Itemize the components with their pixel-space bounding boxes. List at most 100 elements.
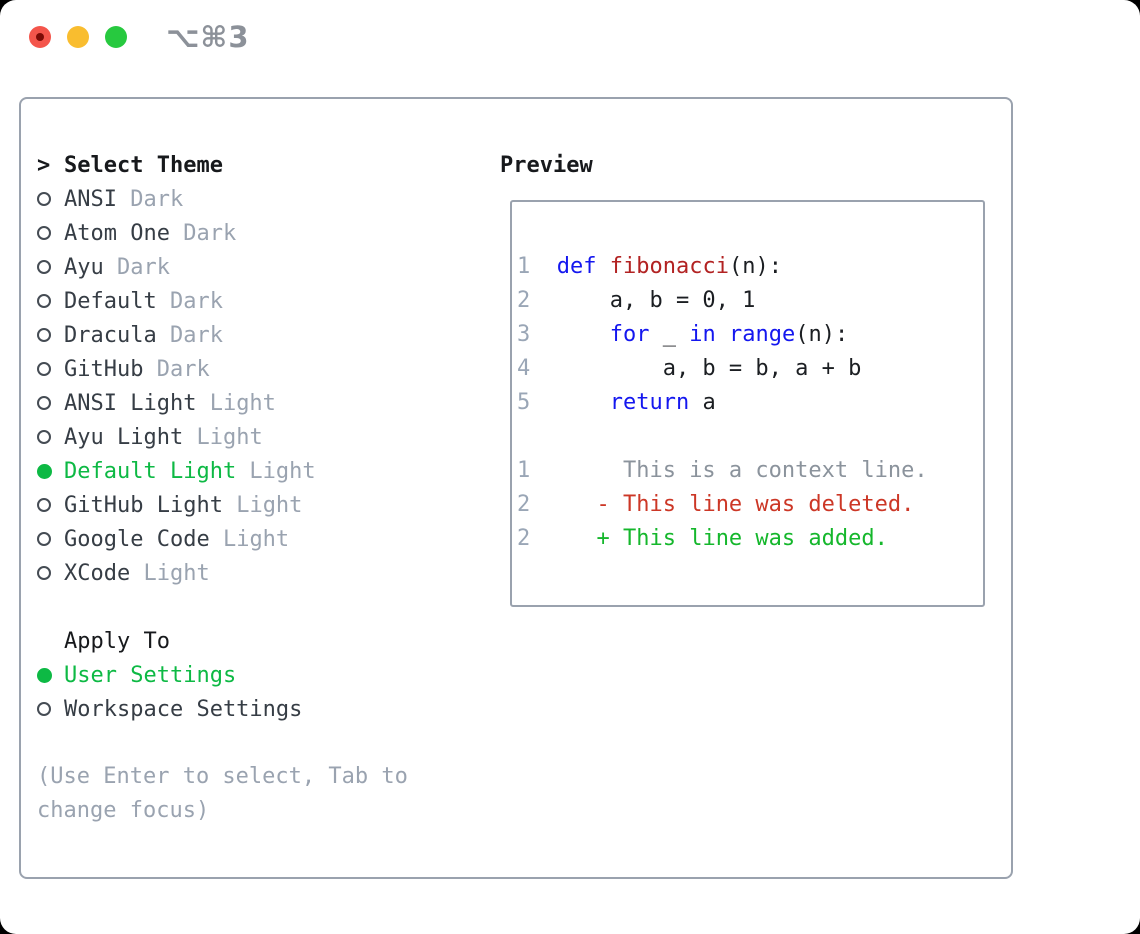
radio-icon xyxy=(37,260,51,274)
code-line: 2 + This line was added. xyxy=(517,522,983,556)
theme-variant: Light xyxy=(222,492,303,518)
code-token-plain: (n): xyxy=(728,254,782,279)
code-token-plain xyxy=(530,390,609,415)
code-token-num: 2 xyxy=(517,288,531,313)
theme-name: Default Light xyxy=(64,458,237,484)
radio-icon xyxy=(37,430,51,444)
radio-icon xyxy=(37,328,51,342)
code-line: 1 def fibonacci(n): xyxy=(517,250,983,284)
code-token-plain: (n): xyxy=(795,322,849,347)
theme-option[interactable]: GitHub Light Light xyxy=(37,488,482,522)
radio-slot xyxy=(37,192,64,206)
theme-option[interactable]: Google Code Light xyxy=(37,522,482,556)
close-dot-icon xyxy=(36,33,44,41)
theme-name: Default xyxy=(64,288,157,314)
theme-name: Dracula xyxy=(64,322,157,348)
theme-option[interactable]: Ayu Dark xyxy=(37,250,482,284)
code-token-num: 2 xyxy=(517,492,531,517)
code-token-num: 2 xyxy=(517,526,531,551)
theme-name: XCode xyxy=(64,560,131,586)
theme-name: GitHub Light xyxy=(64,492,223,518)
code-token-kw: for xyxy=(609,322,650,347)
radio-slot xyxy=(37,362,64,376)
radio-icon xyxy=(37,498,51,512)
code-line: 2 - This line was deleted. xyxy=(517,488,983,522)
code-token-num: 3 xyxy=(517,322,531,347)
radio-slot xyxy=(37,226,64,240)
theme-variant: Dark xyxy=(156,288,223,314)
code-token-plain xyxy=(597,254,610,279)
preview-title-label: Preview xyxy=(500,152,593,178)
radio-slot xyxy=(37,396,64,410)
code-token-num: 4 xyxy=(517,356,531,381)
theme-option[interactable]: GitHub Dark xyxy=(37,352,482,386)
radio-slot xyxy=(37,532,64,546)
radio-slot xyxy=(37,430,64,444)
preview-title: Preview xyxy=(500,148,593,182)
footer-hint: (Use Enter to select, Tab to change focu… xyxy=(37,764,408,823)
theme-name: Atom One xyxy=(64,220,170,246)
theme-option[interactable]: Default Dark xyxy=(37,284,482,318)
radio-slot xyxy=(37,702,64,716)
code-token-kw: def xyxy=(556,254,597,279)
apply-option[interactable]: Workspace Settings xyxy=(37,692,482,726)
code-token-plain xyxy=(530,526,596,551)
minimize-button[interactable] xyxy=(67,26,89,48)
radio-icon xyxy=(37,532,51,546)
theme-variant: Light xyxy=(196,390,276,416)
radio-slot xyxy=(37,294,64,308)
theme-name: Google Code xyxy=(64,526,210,552)
theme-name: Ayu xyxy=(64,254,104,280)
code-line: 2 a, b = 0, 1 xyxy=(517,284,983,318)
theme-variant: Light xyxy=(209,526,290,552)
theme-variant: Dark xyxy=(103,254,170,280)
code-token-add: + This line was added. xyxy=(596,526,888,551)
code-token-num: 5 xyxy=(517,390,531,415)
code-token-ctx: This is a context line. xyxy=(530,458,928,483)
theme-option[interactable]: Default Light Light xyxy=(37,454,482,488)
theme-selector-header: > Select Theme xyxy=(37,148,482,182)
code-token-plain: _ xyxy=(649,322,690,347)
radio-icon xyxy=(37,463,52,479)
theme-option[interactable]: Dracula Dark xyxy=(37,318,482,352)
close-button[interactable] xyxy=(29,26,51,48)
code-line: 1 This is a context line. xyxy=(517,454,983,488)
theme-variant: Light xyxy=(130,560,210,586)
theme-option[interactable]: Atom One Dark xyxy=(37,216,482,250)
code-token-kw: in xyxy=(689,322,716,347)
theme-option[interactable]: ANSI Dark xyxy=(37,182,482,216)
theme-option[interactable]: ANSI Light Light xyxy=(37,386,482,420)
apply-option[interactable]: User Settings xyxy=(37,658,482,692)
theme-option[interactable]: XCode Light xyxy=(37,556,482,590)
theme-variant: Dark xyxy=(143,356,210,382)
theme-name: ANSI xyxy=(64,186,117,212)
radio-slot xyxy=(37,667,64,683)
radio-icon xyxy=(37,226,51,240)
radio-icon xyxy=(37,566,51,580)
apply-option-label: Workspace Settings xyxy=(64,696,303,722)
zoom-button[interactable] xyxy=(105,26,127,48)
apply-option-label: User Settings xyxy=(64,662,237,688)
code-token-plain xyxy=(530,492,596,517)
prompt-caret-icon: > xyxy=(37,152,51,178)
theme-name: ANSI Light xyxy=(64,390,197,416)
radio-icon xyxy=(37,396,51,410)
radio-slot xyxy=(37,566,64,580)
theme-variant: Dark xyxy=(116,186,184,212)
code-line: 3 for _ in range(n): xyxy=(517,318,983,352)
code-line: 5 return a xyxy=(517,386,983,420)
radio-icon xyxy=(37,192,51,206)
theme-name: Ayu Light xyxy=(64,424,184,450)
radio-slot xyxy=(37,260,64,274)
code-token-num: 1 xyxy=(517,458,531,483)
code-line: 4 a, b = b, a + b xyxy=(517,352,983,386)
theme-variant: Dark xyxy=(169,220,237,246)
theme-option[interactable]: Ayu Light Light xyxy=(37,420,482,454)
titlebar: ⌥⌘3 xyxy=(0,0,1140,74)
code-token-kw: return xyxy=(609,390,690,415)
